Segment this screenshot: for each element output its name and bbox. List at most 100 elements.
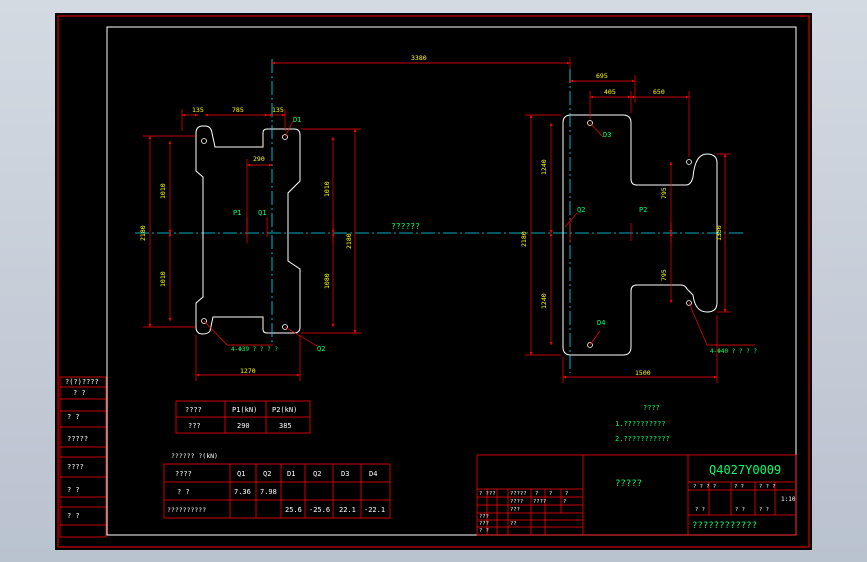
label-q1: Q1 [258,209,266,217]
tb-row-1: ? ? ? ? [693,484,716,490]
reaction-r2-c0: ?????????? [167,506,206,514]
title-block-name: ???????????? [692,521,757,531]
left-labels: D1 Q2 P1 Q1 4-Φ39 ? ? ? ? [231,116,325,353]
label-p2: P2 [639,206,647,214]
load-cell-type: ??? [188,422,201,430]
outer-frame [57,15,810,548]
dim-left-h-bot: 1010 [159,271,167,287]
load-cell-p1: 290 [237,422,250,430]
dim-left-bottom: 1270 [240,367,256,375]
tb-cell-11: ??? [479,514,489,520]
load-cell-p2: 385 [279,422,292,430]
label-left-holes: 4-Φ39 ? ? ? ? [231,346,278,353]
reaction-r2-c3: 25.6 [285,506,302,514]
tb-cell-13: ?? [510,521,517,527]
reaction-header-5: D3 [341,470,349,478]
strip-text-7: ? ? [67,512,80,520]
strip-text-1: ?(?)???? [65,378,99,386]
label-d1: D1 [293,116,301,124]
dim-left-c: 135 [272,106,284,114]
tb-cell-12: ??? [479,521,489,527]
strip-text-3: ? ? [67,413,80,421]
left-dimension-lines [143,57,571,381]
dim-top-span: 3380 [411,54,427,62]
title-block: Q4027Y0009 ????? ???????????? 1:10 ? ? ?… [476,454,797,536]
right-part [562,69,718,373]
drawing-number: Q4027Y0009 [709,463,781,477]
dim-right-h-bot: 1240 [540,293,548,309]
dim-right-arm-total: 1350 [715,225,723,241]
dim-right-h-total: 2180 [520,231,528,247]
dim-right-bottom: 1500 [635,369,651,377]
reaction-r2-c4: -25.6 [309,506,330,514]
right-hole-bottom [587,342,593,348]
tb-row-4: ? ? [695,507,705,513]
reaction-header-6: D4 [369,470,377,478]
dim-right-c: 650 [653,88,665,96]
left-dimension-texts: 3380 135 785 135 290 1010 1010 2180 1010… [139,54,427,375]
tb-row-3: ? ? ? [759,484,776,490]
right-dimension-texts: 695 405 650 1240 1240 2180 795 795 1350 … [520,72,723,377]
tb-row-6: ? ? [759,507,769,513]
left-load-markers [246,217,334,243]
right-hole-arm-bottom [686,300,692,306]
label-q2: Q2 [317,345,325,353]
tb-cell-6: ? [565,491,568,497]
tb-cell-2: ?? [489,491,496,497]
tech-notes: ???? 1.?????????? 2.??????????? [615,404,670,443]
reaction-r1-c1: 7.36 [234,488,251,496]
dim-left-h-top: 1010 [159,183,167,199]
tb-row-2: ? ? [734,484,744,490]
label-d3: D3 [603,131,611,139]
reaction-caption: ?????? ?(kN) [171,452,218,460]
reaction-table: ???? Q1 Q2 D1 Q2 D3 D4 ? ? 7.36 7.98 ???… [163,463,391,519]
reaction-r2-c6: -22.1 [364,506,385,514]
dim-left-right-top: 1010 [323,181,331,197]
dim-left-overall: 2180 [345,233,353,249]
dim-left-h-total: 2180 [139,225,147,241]
label-d4: D4 [597,319,605,327]
strip-text-4: ????? [67,435,88,443]
center-label: ?????? [391,222,420,231]
label-right-holes: 4-Φ40 ? ? ? ? [710,348,757,355]
right-hole-arm-top [686,159,692,165]
strip-text-5: ???? [67,463,84,471]
dim-left-right-bot: 1080 [323,273,331,289]
right-hole-top [587,120,593,126]
left-strip [59,376,107,538]
strip-text-2: ? ? [73,389,86,397]
load-header-p1: P1(kN) [232,406,257,414]
reaction-r1-c0: ? ? [177,488,190,496]
tb-cell-9: ? [563,499,566,505]
tech-note-1: 1.?????????? [615,420,666,428]
load-table: ???? P1(kN) P2(kN) ??? 290 385 [175,400,311,434]
right-plate-outline [562,114,718,356]
load-header-p2: P2(kN) [272,406,297,414]
left-hole-br [282,324,288,330]
dim-left-b: 785 [232,106,244,114]
tb-row-5: ? ? [735,507,745,513]
reaction-header-3: D1 [287,470,295,478]
tb-cell-8: ???? [533,499,546,505]
tb-cell-5: ? [549,491,552,497]
right-dimension-lines [525,75,755,383]
tb-cell-7: ???? [510,499,523,505]
tb-cell-1: ? ? [479,491,489,497]
left-hole-tr [282,134,288,140]
left-hole-bl [201,318,207,324]
title-block-title: ????? [615,479,642,489]
reaction-r2-c5: 22.1 [339,506,356,514]
dim-left-inner: 290 [253,155,265,163]
strip-text-6: ? ? [67,486,80,494]
drawing-sheet: ?(?)???? ? ? ? ? ????? ???? ? ? ? ? ????… [55,13,812,550]
title-block-scale: 1:10 [781,496,796,503]
tech-note-2: 2.??????????? [615,435,670,443]
left-plate-outline [195,125,301,335]
tech-notes-title: ???? [643,404,660,412]
tb-cell-10: ??? [510,507,520,513]
reaction-header-0: ???? [175,470,192,478]
tb-cell-3: ????? [510,491,527,497]
reaction-header-4: Q2 [313,470,321,478]
dim-right-arm-top: 795 [660,187,668,199]
dim-right-h-top: 1240 [540,159,548,175]
